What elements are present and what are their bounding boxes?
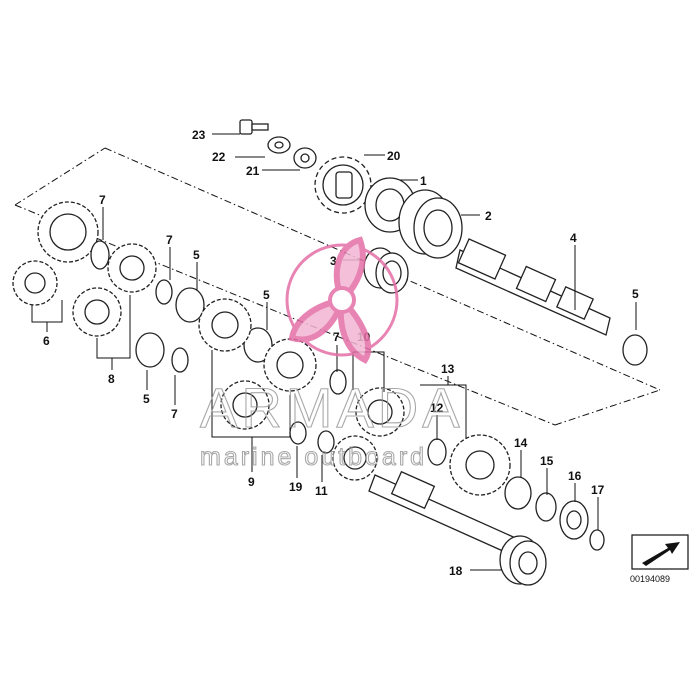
part-sprocket [314,156,372,214]
callout-14: 14 [514,436,528,450]
callout-23: 23 [192,128,206,142]
armada-watermark: ARMADA marine outboard [199,236,464,472]
part-gear [12,201,99,306]
propeller-logo-icon [285,236,399,364]
callout-13: 13 [441,362,455,376]
callout-9: 9 [248,475,255,489]
callout-18: 18 [449,564,463,578]
callout-22: 22 [212,150,226,164]
part-gear [449,434,511,496]
callout-7: 7 [166,233,173,247]
callout-4: 4 [570,231,577,245]
part-needle-bearing [504,476,532,510]
part-nut [293,147,317,169]
callout-6: 6 [43,334,50,348]
callout-2: 2 [485,209,492,223]
watermark-tagline: marine outboard [200,443,427,471]
part-circlip [329,369,347,395]
watermark-brand: ARMADA [200,376,464,439]
callout-17: 17 [591,483,605,497]
part-ball-bearing [398,189,463,259]
callout-3: 3 [330,254,337,268]
callout-12: 12 [430,401,444,415]
part-gear [198,298,317,430]
diagram-reference-number: 00194089 [630,574,670,584]
part-needle-bearing [622,334,648,366]
part-needle-bearing [135,332,165,368]
view-direction-icon [631,534,689,570]
callout-5: 5 [143,392,150,406]
part-circlip [171,347,189,373]
callout-16: 16 [568,469,582,483]
callout-1: 1 [420,174,427,188]
callout-20: 20 [387,149,401,163]
part-circlip [589,529,605,551]
part-gear [332,435,378,481]
part-mainshaft [455,238,611,336]
part-circlip [155,279,173,305]
leader-lines [31,133,637,571]
callout-7: 7 [99,193,106,207]
part-ball-bearing [559,500,589,540]
callout-5: 5 [632,287,639,301]
callout-5: 5 [263,288,270,302]
part-gear [355,387,405,437]
callout-21: 21 [246,164,260,178]
callout-7: 7 [171,407,178,421]
callout-8: 8 [108,372,115,386]
part-circlip [317,430,335,454]
callout-labels: 23 22 21 20 1 2 3 4 5 7 7 5 5 6 8 5 7 9 … [43,128,639,578]
callout-11: 11 [315,484,328,498]
part-needle-bearing [175,287,205,323]
callout-7: 7 [333,330,340,344]
callout-19: 19 [289,480,303,494]
part-needle-bearing [243,327,273,363]
part-circlip [90,240,110,270]
part-bolt [239,119,269,135]
part-circlip [427,438,447,466]
callout-5: 5 [193,248,200,262]
part-thrust-washer [535,492,557,522]
callout-15: 15 [540,454,554,468]
part-ball-bearing [499,535,547,586]
part-gear [72,243,157,337]
